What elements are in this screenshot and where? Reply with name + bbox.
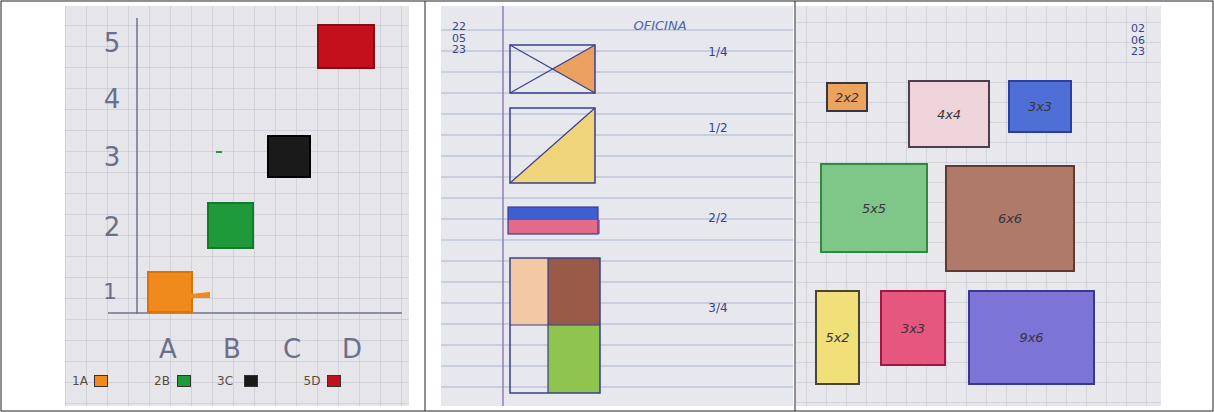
quarter-rect: [510, 45, 595, 93]
size-label: 5x2: [825, 330, 849, 345]
legend-swatch: [94, 375, 108, 387]
size-rectangle: 5x5: [820, 163, 928, 253]
table-divider: [425, 1, 426, 411]
date-note: 22 05 23: [450, 21, 468, 56]
crayon-stroke: [190, 292, 210, 298]
size-rectangle: 4x4: [908, 80, 990, 148]
quarter-fill: [552, 45, 595, 93]
grid-lines: [65, 6, 409, 406]
divider: [510, 324, 600, 325]
axis-label: 5: [104, 30, 121, 57]
fraction-label: 3/4: [708, 302, 727, 315]
red-square: [318, 25, 374, 68]
size-label: 2x2: [835, 90, 859, 105]
legend-text: 1A: [72, 375, 88, 388]
pink-half: [508, 220, 600, 234]
size-rectangle: 3x3: [880, 290, 946, 366]
three-quarter-rect: [510, 258, 600, 393]
orange-square: [148, 272, 192, 312]
size-label: 3x3: [901, 321, 925, 336]
pencil-mark: [216, 151, 222, 153]
legend-swatch: [327, 375, 341, 387]
y-axis: [136, 18, 138, 314]
green-square: [208, 203, 253, 248]
size-label: 9x6: [1019, 330, 1043, 345]
diagonal: [510, 45, 595, 93]
blue-half: [508, 207, 598, 220]
grid-paper: [796, 6, 1161, 406]
size-rectangle: 5x2: [815, 290, 860, 385]
date-note: 02 06 23: [1129, 23, 1147, 58]
ruled-lines: [441, 30, 793, 387]
legend-swatch: [177, 375, 191, 387]
legend-swatch: [244, 375, 258, 387]
size-rectangle: 3x3: [1008, 80, 1072, 133]
axis-label: D: [342, 336, 362, 363]
green-quarter: [548, 325, 600, 393]
grid-lines: [796, 6, 1161, 406]
axis-label: 2: [104, 214, 121, 241]
axis-label: 1: [103, 280, 117, 303]
diagonal: [510, 45, 595, 93]
legend-text: 3C: [217, 375, 233, 388]
page-heading: OFICINA: [633, 19, 686, 33]
diagonal: [510, 108, 595, 183]
size-rectangle: 9x6: [968, 290, 1095, 385]
size-label: 4x4: [937, 107, 961, 122]
black-square: [268, 136, 310, 177]
fraction-label: 1/4: [708, 46, 727, 59]
size-label: 5x5: [862, 201, 886, 216]
orange-quarter: [510, 258, 548, 325]
lined-paper: [441, 6, 793, 406]
size-label: 3x3: [1028, 99, 1052, 114]
size-rectangle: 6x6: [945, 165, 1075, 272]
size-rectangle: 2x2: [826, 82, 868, 112]
fraction-label: 1/2: [708, 122, 727, 135]
half-rect: [510, 108, 595, 183]
margin-line: [502, 6, 504, 406]
brown-quarter: [548, 258, 600, 325]
axis-label: C: [283, 336, 301, 363]
table-divider: [795, 1, 796, 411]
bar-outline: [508, 207, 598, 234]
size-label: 6x6: [998, 211, 1022, 226]
axis-label: B: [223, 336, 241, 363]
legend-text: 5D: [304, 375, 321, 388]
half-fill: [510, 108, 595, 183]
legend-text: 2B: [154, 375, 170, 388]
fraction-label: 2/2: [708, 212, 727, 225]
axis-label: 3: [104, 144, 121, 171]
axis-label: A: [159, 336, 177, 363]
axis-label: 4: [104, 86, 121, 113]
grid-paper: [65, 6, 409, 406]
